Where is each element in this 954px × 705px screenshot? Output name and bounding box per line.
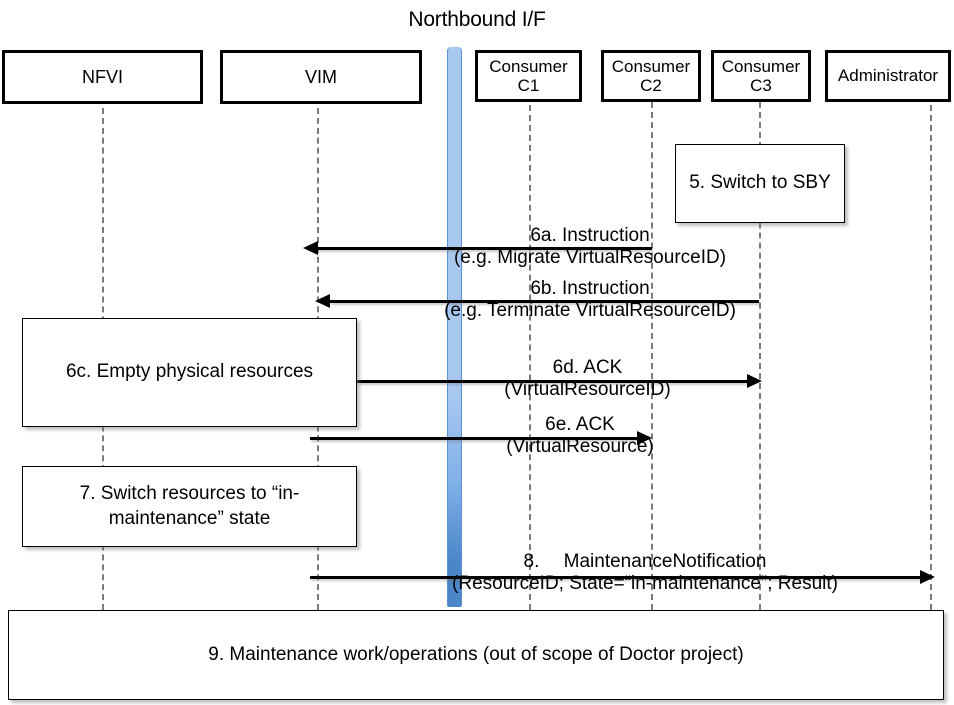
actor-box-consumer-c1[interactable]: Consumer C1 <box>475 50 582 102</box>
actor-box-nfvi[interactable]: NFVI <box>2 50 203 104</box>
message-line-6e <box>310 437 637 440</box>
note-maintenance-work-line2: (out of scope of Doctor project) <box>482 643 744 665</box>
message-arrowhead-6e <box>637 431 652 445</box>
note-maintenance-work-line1: 9. Maintenance work/operations <box>208 643 478 665</box>
northbound-interface-bar <box>447 47 462 607</box>
message-label-6d: 6d. ACK (VirtualResourceID) <box>370 357 805 402</box>
note-empty-physical-resources: 6c. Empty physical resources <box>22 318 357 427</box>
actor-label-consumer-c1-line1: Consumer <box>489 56 568 76</box>
actor-box-consumer-c3[interactable]: Consumer C3 <box>711 50 811 102</box>
message-arrowhead-6d <box>747 374 762 388</box>
message-label-6d-line2: (VirtualResourceID) <box>504 379 671 401</box>
message-arrowhead-6a <box>303 241 318 255</box>
message-arrowhead-6b <box>315 294 330 308</box>
message-label-6b: 6b. Instruction (e.g. Terminate VirtualR… <box>360 278 820 323</box>
lifeline-consumer-c3 <box>759 102 761 610</box>
note-maintenance-work: 9. Maintenance work/operations (out of s… <box>8 610 944 700</box>
message-label-6a-line1: 6a. Instruction <box>530 225 650 246</box>
message-label-6b-line1: 6b. Instruction <box>530 278 650 299</box>
lifeline-consumer-c2 <box>651 102 653 610</box>
note-switch-to-sby: 5. Switch to SBY <box>675 144 845 223</box>
message-label-6e-line2: (VirtualResource) <box>506 436 654 458</box>
message-label-6d-line1: 6d. ACK <box>552 357 623 378</box>
message-line-8 <box>310 576 920 579</box>
message-label-6a-line2: (e.g. Migrate VirtualResourceID) <box>453 247 727 269</box>
message-label-8-line1: 8. MaintenanceNotification <box>523 551 767 572</box>
actor-label-vim: VIM <box>304 66 337 87</box>
actor-box-vim[interactable]: VIM <box>220 50 422 104</box>
note-switch-resources-in-maintenance: 7. Switch resources to “in-maintenance” … <box>22 466 357 547</box>
actor-box-consumer-c2[interactable]: Consumer C2 <box>601 50 701 102</box>
message-label-8: 8. MaintenanceNotification (ResourceID; … <box>340 551 950 596</box>
note-switch-to-sby-line2: SBY <box>792 172 831 194</box>
page-title: Northbound I/F <box>408 8 546 31</box>
actor-label-consumer-c2-line1: Consumer <box>611 56 691 76</box>
message-label-6a: 6a. Instruction (e.g. Migrate VirtualRes… <box>360 225 820 270</box>
note-switch-resources-line1: 7. Switch resources to <box>79 482 267 504</box>
message-line-6d <box>357 380 747 383</box>
message-label-8-line2: (ResourceID; State=“in-maintenance”; Res… <box>452 573 838 595</box>
message-arrowhead-8 <box>920 570 935 584</box>
actor-label-administrator: Administrator <box>837 66 939 86</box>
note-switch-to-sby-line1: 5. Switch to <box>689 172 788 194</box>
actor-label-consumer-c2-line2: C2 <box>640 76 662 95</box>
message-line-6a <box>318 247 652 250</box>
message-line-6b <box>330 300 759 303</box>
note-switch-resources-line2: “in-maintenance” state <box>108 482 300 529</box>
actor-label-consumer-c3-line2: C3 <box>750 76 772 95</box>
actor-box-administrator[interactable]: Administrator <box>825 50 951 102</box>
message-label-6e: 6e. ACK (VirtualResource) <box>370 414 790 459</box>
actor-label-nfvi: NFVI <box>81 66 123 87</box>
message-label-6e-line1: 6e. ACK <box>545 414 615 435</box>
lifeline-administrator <box>930 105 932 610</box>
note-empty-physical-resources-line1: 6c. Empty physical resources <box>65 361 314 383</box>
message-label-6b-line2: (e.g. Terminate VirtualResourceID) <box>444 300 736 322</box>
actor-label-consumer-c1-line2: C1 <box>517 76 540 95</box>
actor-label-consumer-c3-line1: Consumer <box>721 56 801 76</box>
lifeline-consumer-c1 <box>529 105 531 610</box>
